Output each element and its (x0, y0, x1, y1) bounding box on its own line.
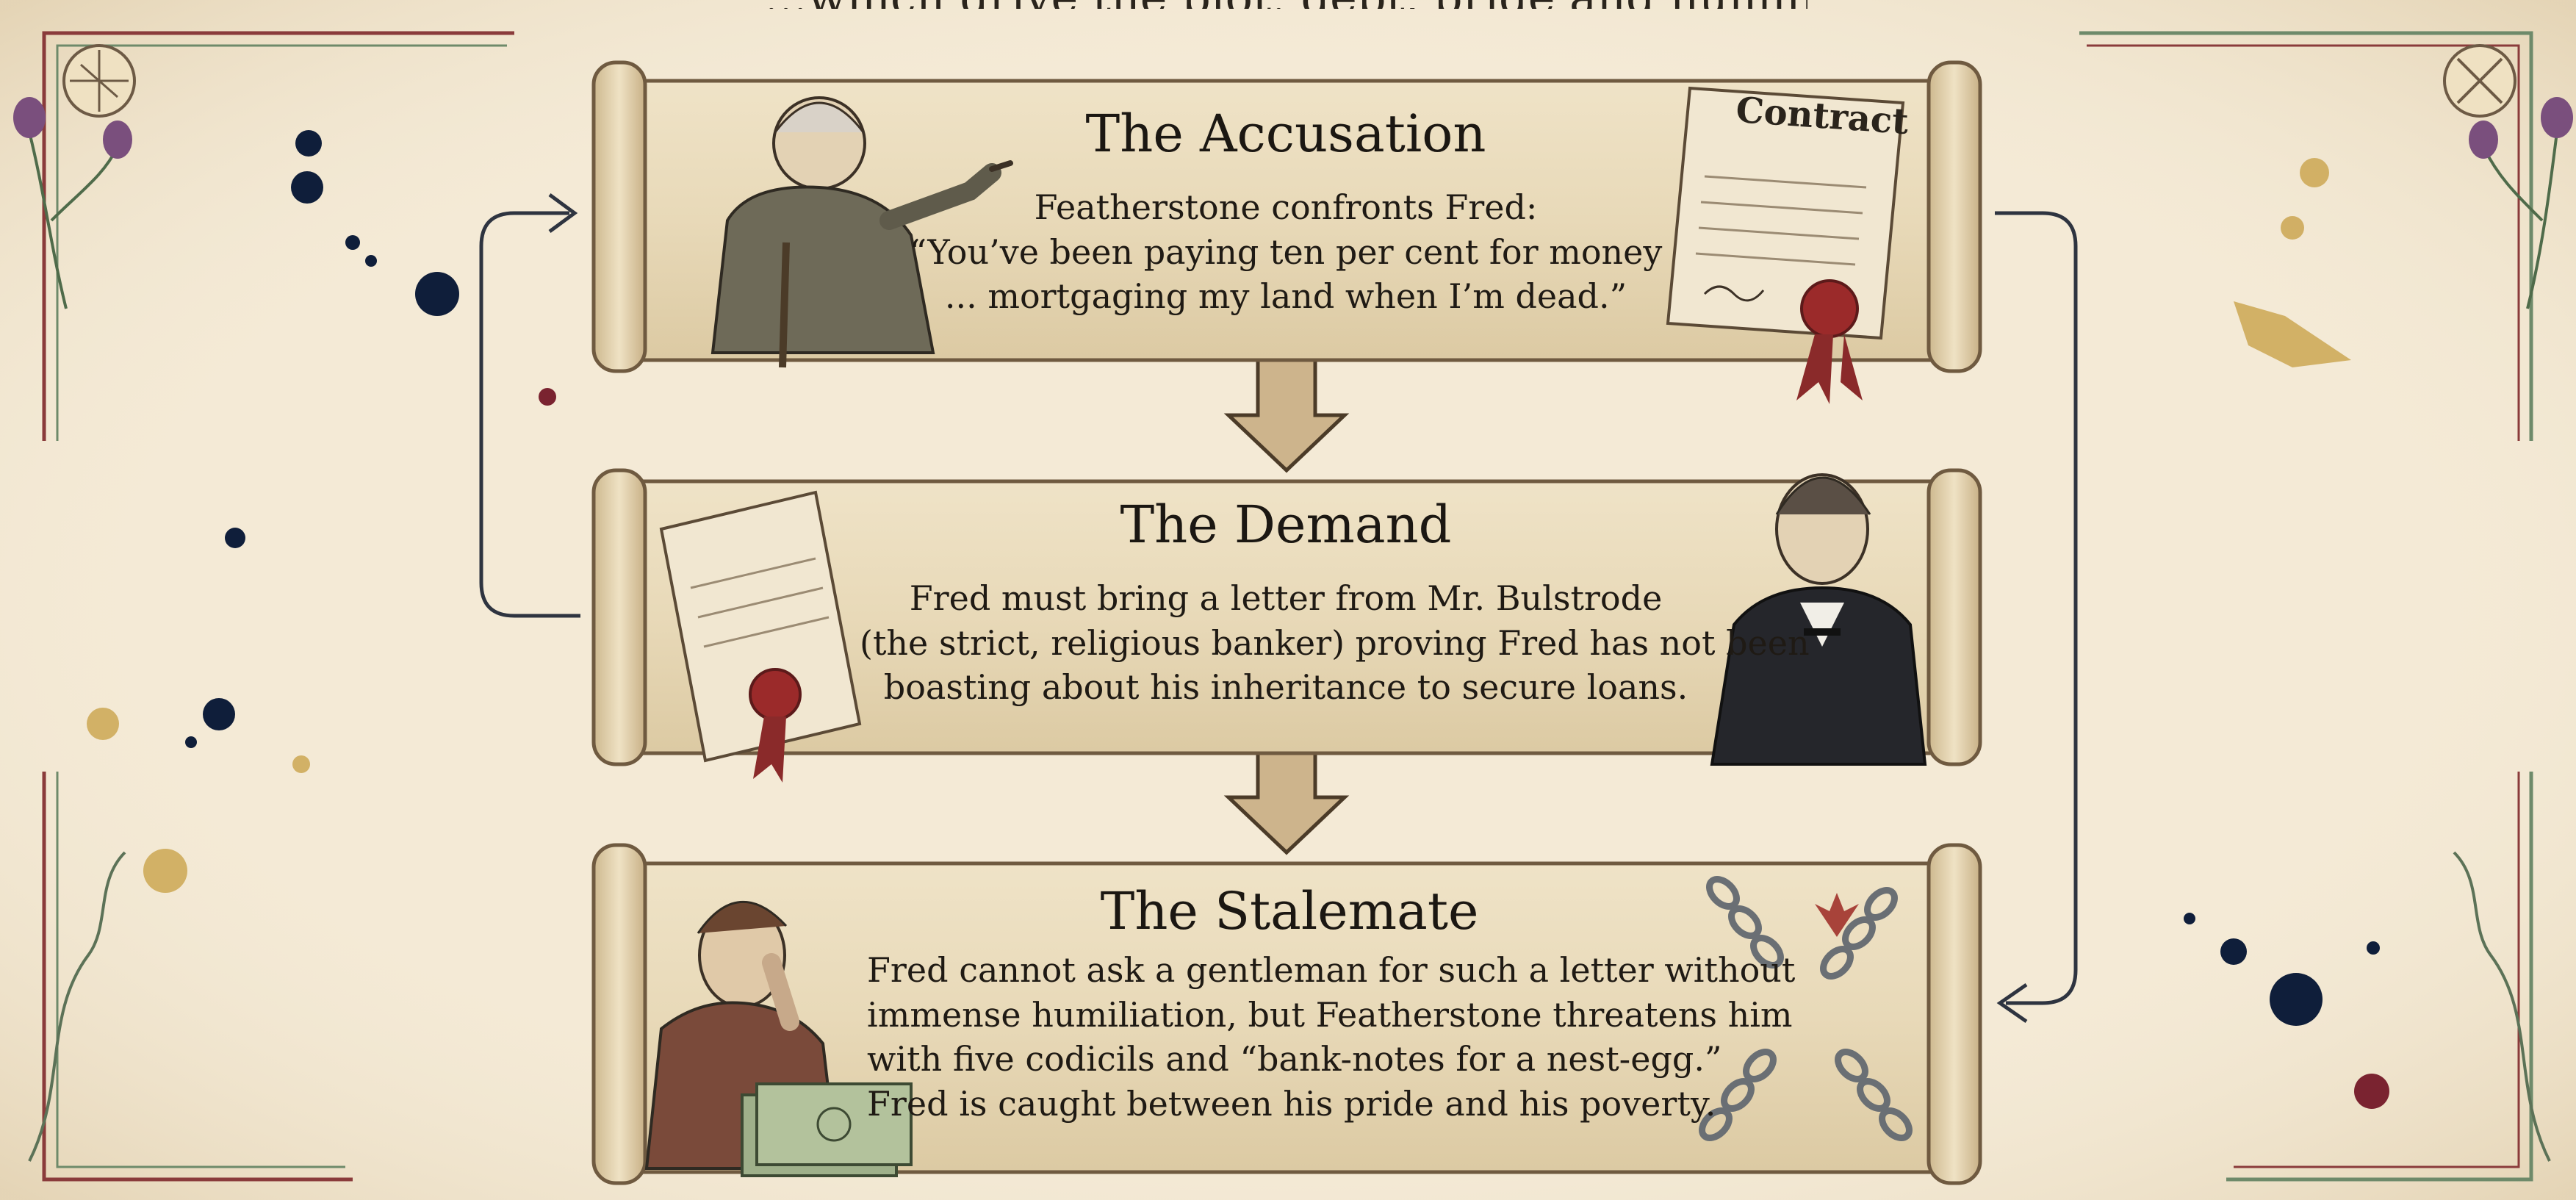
vine-icon (28, 851, 2551, 1162)
panel-body: Featherstone confronts Fred: “You’ve bee… (904, 185, 1668, 319)
crossed-swords-icon (2443, 44, 2516, 118)
panel-body-line: “You’ve been paying ten per cent for mon… (909, 231, 1663, 272)
frame-bottom-left (42, 772, 353, 1182)
loop-connector-right (1995, 211, 2078, 1024)
header-fragment: ...which drive the plot: debt, pride and… (764, 0, 1807, 9)
gold-fleck (87, 158, 2351, 893)
ink-splatter (185, 130, 2380, 1026)
panel-title: The Demand (1120, 495, 1452, 555)
panel-body-line: with five codicils and “bank-notes for a… (867, 1039, 1722, 1079)
frame-top-right (2079, 31, 2533, 441)
flow-arrow-1 (1223, 358, 1350, 473)
compass-icon (62, 44, 136, 118)
panel-body-line: boasting about his inheritance to secure… (883, 667, 1688, 708)
panel-body-line: immense humiliation, but Featherstone th… (867, 994, 1793, 1035)
loop-connector-left (479, 193, 580, 618)
contract-icon (1666, 86, 1905, 340)
banknotes-icon (741, 1082, 913, 1177)
thistle-flower-icon (13, 97, 2573, 159)
panel-body: Fred must bring a letter from Mr. Bulstr… (860, 576, 1810, 710)
panel-body: Fred cannot ask a gentleman for such a l… (867, 948, 1796, 1127)
wine-splatter (539, 388, 2389, 1109)
panel-body-line: (the strict, religious banker) proving F… (860, 622, 1810, 663)
bulstrode-portrait (1710, 473, 1927, 766)
panel-body-line: Featherstone confronts Fred: (1034, 187, 1538, 227)
frame-bottom-right (2226, 772, 2533, 1182)
frame-top-left (42, 31, 514, 441)
panel-stalemate: The Stalemate Fred cannot ask a gentlema… (867, 880, 1796, 1127)
panel-body-line: Fred is caught between his pride and his… (867, 1084, 1716, 1124)
panel-body-line: Fred cannot ask a gentleman for such a l… (867, 950, 1796, 990)
panel-body-line: ... mortgaging my land when I’m dead.” (944, 276, 1627, 317)
down-arrows-icon (1815, 893, 1859, 937)
wax-seal-icon (1796, 279, 1863, 404)
panel-accusation: The Accusation Featherstone confronts Fr… (904, 103, 1668, 319)
broken-chain-icon (1699, 876, 1913, 1141)
panel-demand: The Demand Fred must bring a letter from… (860, 494, 1810, 710)
featherstone-portrait (710, 96, 1013, 368)
panel-title: The Accusation (1085, 104, 1486, 164)
panel-title: The Stalemate (1100, 881, 1479, 941)
letter-icon (659, 490, 862, 783)
panel-body-line: Fred must bring a letter from Mr. Bulstr… (909, 578, 1663, 618)
